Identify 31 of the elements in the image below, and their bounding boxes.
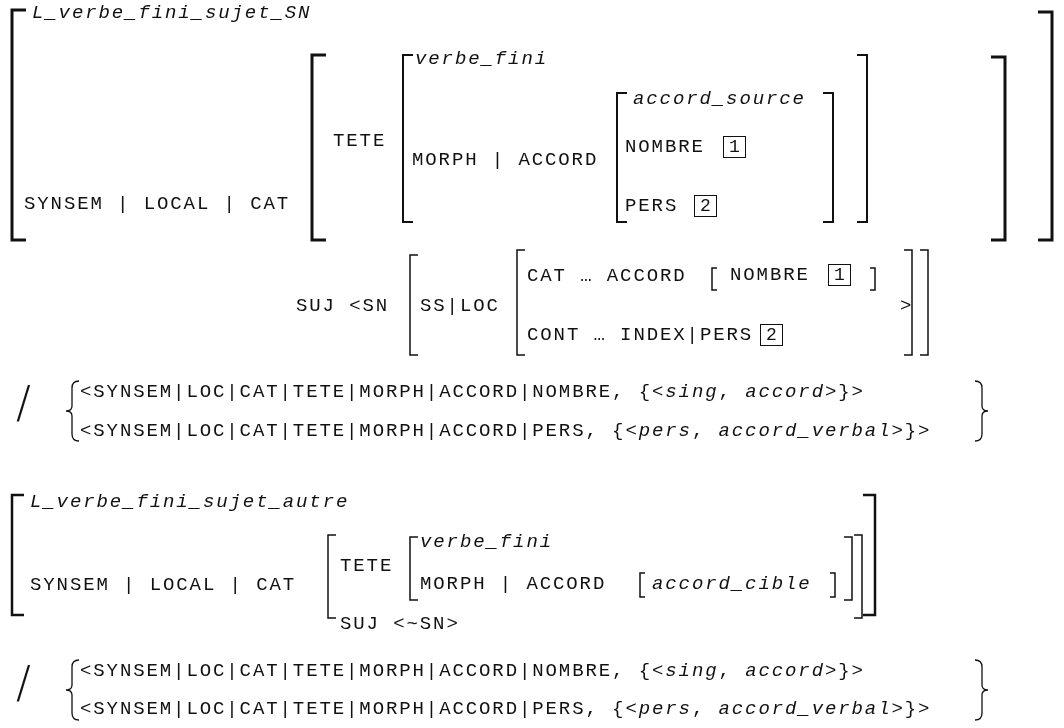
feature-value: SUJ <~SN> <box>340 613 460 635</box>
type-name: verbe_fini <box>420 531 554 553</box>
feature-path: CAT … ACCORD <box>527 265 687 287</box>
feature-value: SUJ <SN <box>296 295 390 317</box>
slash-symbol: / <box>16 380 31 426</box>
type-name: accord_cible <box>652 573 812 595</box>
tag-index: 1 <box>828 264 851 286</box>
feature-name: TETE <box>340 555 394 577</box>
matrix-type: L_verbe_fini_sujet_SN <box>32 2 312 24</box>
feature-path: SYNSEM | LOCAL | CAT <box>30 574 297 596</box>
tag-index: 2 <box>760 324 783 346</box>
type-name: accord_source <box>633 88 806 110</box>
constraint-line: <SYNSEM|LOC|CAT|TETE|MORPH|ACCORD|NOMBRE, {<sing, accord>}> <box>80 660 865 682</box>
feature-name: NOMBRE <box>730 264 810 286</box>
constraint-line: <SYNSEM|LOC|CAT|TETE|MORPH|ACCORD|PERS, {<pers, accord_verbal>}> <box>80 698 932 720</box>
feature-name: NOMBRE <box>625 136 705 158</box>
list-end: > <box>900 295 914 317</box>
tag-index: 1 <box>723 136 746 158</box>
feature-path: SS|LOC <box>420 295 500 317</box>
feature-path: MORPH | ACCORD <box>412 149 599 171</box>
feature-name: TETE <box>333 130 387 152</box>
feature-path: SYNSEM | LOCAL | CAT <box>24 193 291 215</box>
constraint-line: <SYNSEM|LOC|CAT|TETE|MORPH|ACCORD|PERS, {<pers, accord_verbal>}> <box>80 420 932 442</box>
feature-path: CONT … INDEX|PERS <box>527 324 754 346</box>
constraint-line: <SYNSEM|LOC|CAT|TETE|MORPH|ACCORD|NOMBRE, {<sing, accord>}> <box>80 381 865 403</box>
tag-index: 2 <box>694 195 717 217</box>
feature-name: PERS <box>625 195 679 217</box>
matrix-type: L_verbe_fini_sujet_autre <box>30 491 350 513</box>
type-name: verbe_fini <box>415 48 549 70</box>
slash-symbol: / <box>16 660 31 706</box>
feature-path: MORPH | ACCORD <box>420 573 607 595</box>
